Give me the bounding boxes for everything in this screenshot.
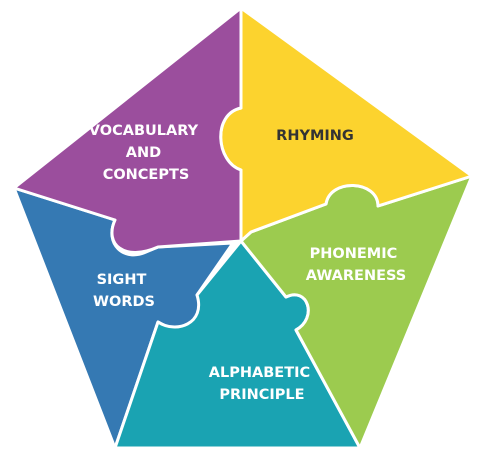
- label-phonemic-awareness: PHONEMIC AWARENESS: [306, 246, 406, 284]
- label-line: PRINCIPLE: [219, 387, 304, 403]
- label-vocabulary-concepts: VOCABULARY AND CONCEPTS: [89, 123, 203, 183]
- piece-vocabulary-concepts: [12, 6, 243, 254]
- label-line: CONCEPTS: [103, 167, 190, 183]
- label-line: AWARENESS: [306, 268, 406, 284]
- label-rhyming: RHYMING: [276, 128, 354, 144]
- label-line: WORDS: [93, 294, 155, 310]
- label-line: PHONEMIC: [310, 246, 398, 262]
- label-line: RHYMING: [276, 128, 354, 144]
- label-line: AND: [126, 145, 161, 161]
- label-line: SIGHT: [97, 272, 147, 288]
- label-line: VOCABULARY: [89, 123, 199, 139]
- label-line: ALPHABETIC: [209, 365, 310, 381]
- label-alphabetic-principle: ALPHABETIC PRINCIPLE: [209, 365, 315, 403]
- label-sight-words: SIGHT WORDS: [93, 272, 155, 310]
